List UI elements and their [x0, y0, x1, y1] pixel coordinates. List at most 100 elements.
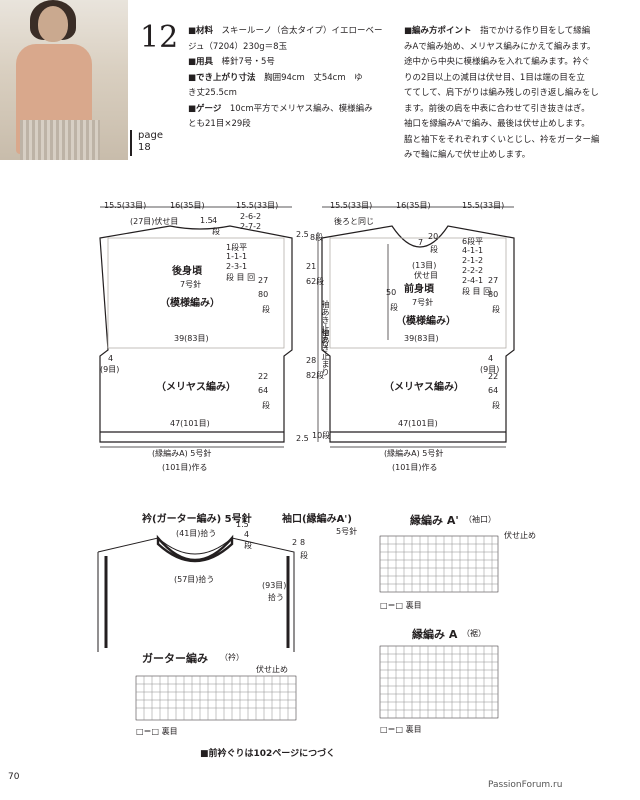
chart-garter-subtitle: （衿）	[220, 653, 244, 662]
front-top-dim-2: 16(35目)	[396, 201, 431, 210]
chart-garter-grid	[136, 676, 296, 720]
back-neck-depth-cm: 1.5	[200, 216, 213, 225]
back-lower-height-cm: 22	[258, 372, 269, 381]
back-top-dim-1: 15.5(33目)	[104, 201, 147, 210]
page-reference: page 18	[130, 130, 163, 156]
material-line-1: スキールーノ（合太タイプ）イエローベー	[221, 26, 383, 36]
watermark: PassionForum.ru	[488, 780, 563, 790]
collar-body	[97, 537, 295, 652]
armband-pickup-count: (93目)	[262, 581, 287, 590]
front-same-as-back: 後ろと同じ	[334, 217, 374, 226]
material-line-2: ジュ（7204）230g＝8玉	[188, 41, 288, 52]
chart-a-grid	[380, 646, 498, 718]
front-armhole-label: 袖あき止まり	[321, 328, 330, 376]
materials-block: ■材料 スキールーノ（合太タイプ）イエローベー ジュ（7204）230g＝8玉 …	[188, 24, 396, 133]
points-line-8: 脇と袖下をそれぞれすくいとじし、衿をガーター編	[404, 134, 600, 145]
front-pattern-height-rows: 80	[488, 290, 499, 299]
chart-a-legend: □＝□ 裏目	[380, 725, 422, 734]
back-piece-outline	[99, 225, 293, 443]
collar-height-unit: 段	[300, 551, 308, 560]
back-lower-height-rows: 64	[258, 386, 269, 395]
back-pattern-width: 39(83目)	[174, 334, 209, 343]
chart-a-prime-title: 縁編み A'	[410, 514, 459, 527]
tools-text: 棒針7号・5号	[221, 57, 275, 67]
front-lower-height-rows: 64	[488, 386, 499, 395]
points-line-7: 袖口を縁編みA'で編み、最後は伏せ止めします。	[404, 119, 590, 129]
front-edge-label: (縁編みA) 5号針	[384, 449, 444, 458]
front-side-cm: 4	[488, 354, 494, 363]
points-line-9: みで輪に編んで伏せ止めします。	[404, 150, 531, 160]
points-line-5: ててして、肩下がりは編み残しの引き返し編みをし	[404, 88, 599, 98]
chart-garter-bind-off: 伏せ止め	[256, 665, 288, 674]
front-neck-shaping-1: 6段平	[462, 237, 484, 246]
collar-pickup-back: (41目)拾う	[176, 529, 217, 538]
collar-width-rows: 4	[244, 530, 250, 539]
collar-band	[156, 534, 234, 563]
front-neck-cast-off-label: 伏せ目	[414, 271, 438, 280]
front-left-height-unit: 段	[390, 303, 398, 312]
back-edge-label: (縁編みA) 5号針	[152, 449, 212, 458]
page-bar	[130, 130, 132, 156]
front-pattern-area	[329, 237, 507, 349]
back-side-stitches: (9目)	[100, 365, 120, 374]
tools-label: ■用具	[188, 57, 214, 67]
back-right-dim-5: 28	[306, 356, 317, 365]
back-pattern-label: （模様編み）	[160, 298, 220, 309]
size-line-1: 胸囲94cm 丈54cm ゆ	[264, 72, 363, 83]
collar-height-rows: 8	[300, 538, 306, 547]
armband-title: 袖口(縁編みA')	[282, 514, 352, 525]
back-neck-cast-off: (27目)伏せ目	[130, 217, 179, 226]
collar-pickup-front: (57目)拾う	[174, 575, 215, 584]
back-side-cm: 4	[108, 354, 114, 363]
chart-a-prime-legend: □＝□ 裏目	[380, 601, 422, 610]
page-label: page	[138, 130, 163, 141]
back-right-dim-8: 10段	[312, 431, 331, 440]
front-hem-width: 47(101目)	[398, 419, 438, 428]
front-pattern-height-unit: 段	[492, 305, 500, 314]
continuation-note: ■前衿ぐりは102ページにつづく	[200, 749, 336, 759]
gauge-line-1: 10cm平方でメリヤス編み、模様編み	[229, 103, 373, 114]
model-face	[38, 6, 68, 42]
back-top-dim-3: 15.5(33目)	[236, 201, 279, 210]
back-right-dim-7: 2.5	[296, 434, 309, 443]
collar-width-unit: 段	[244, 541, 252, 550]
front-neck-shaping-4: 2-2-2	[462, 266, 484, 275]
front-title: 前身頃	[404, 284, 434, 295]
front-neck-cast-off-count: (13目)	[412, 261, 437, 270]
points-line-1: 指でかける作り目をして縁編	[480, 26, 591, 36]
front-neck-depth-cm: 7	[418, 238, 424, 247]
front-top-dim-3: 15.5(33目)	[462, 201, 505, 210]
back-right-dim-3: 21	[306, 262, 317, 271]
back-title: 後身頃	[172, 266, 202, 277]
chart-a-prime-bind-off: 伏せ止め	[504, 531, 536, 540]
chart-a-frame	[379, 645, 499, 719]
front-neck-shaping-2: 4-1-1	[462, 246, 484, 255]
chart-a-title: 縁編み A	[412, 628, 458, 641]
back-pattern-height-cm: 27	[258, 276, 269, 285]
points-line-6: ます。前後の肩を中表に合わせて引き抜きはぎ。	[404, 103, 590, 114]
collar-title: 衿(ガーター編み) 5号針	[142, 514, 252, 525]
page-number: 18	[138, 142, 151, 153]
back-neck-depth-unit: 段	[212, 227, 220, 236]
back-pattern-height-rows: 80	[258, 290, 269, 299]
front-pattern-height-cm: 27	[488, 276, 499, 285]
front-lower-height-cm: 22	[488, 372, 499, 381]
back-needle: 7号針	[180, 280, 202, 289]
chart-a	[379, 645, 499, 719]
front-neck-depth-unit: 段	[430, 245, 438, 254]
back-neck-shaping-2: 1-1-1	[226, 252, 248, 261]
back-lower-height-unit: 段	[262, 401, 270, 410]
back-right-dim-4: 62段	[306, 277, 325, 286]
collar-height-cm: 2	[292, 538, 298, 547]
size-line-2: き丈25.5cm	[188, 88, 237, 98]
chart-a-prime	[379, 535, 499, 593]
front-side-stitches: (9目)	[480, 365, 500, 374]
back-shoulder-2: 2-7-2	[240, 222, 262, 231]
back-neck-shaping-4: 段 目 回	[226, 273, 256, 282]
gauge-line-2: とも21目×29段	[188, 119, 251, 129]
material-label: ■材料	[188, 26, 214, 36]
front-neck-shaping-5: 2-4-1	[462, 276, 484, 285]
front-neck-shaping-6: 段 目 回	[462, 287, 492, 296]
back-pattern-area	[107, 237, 285, 349]
back-shoulder-1: 2-6-2	[240, 212, 262, 221]
